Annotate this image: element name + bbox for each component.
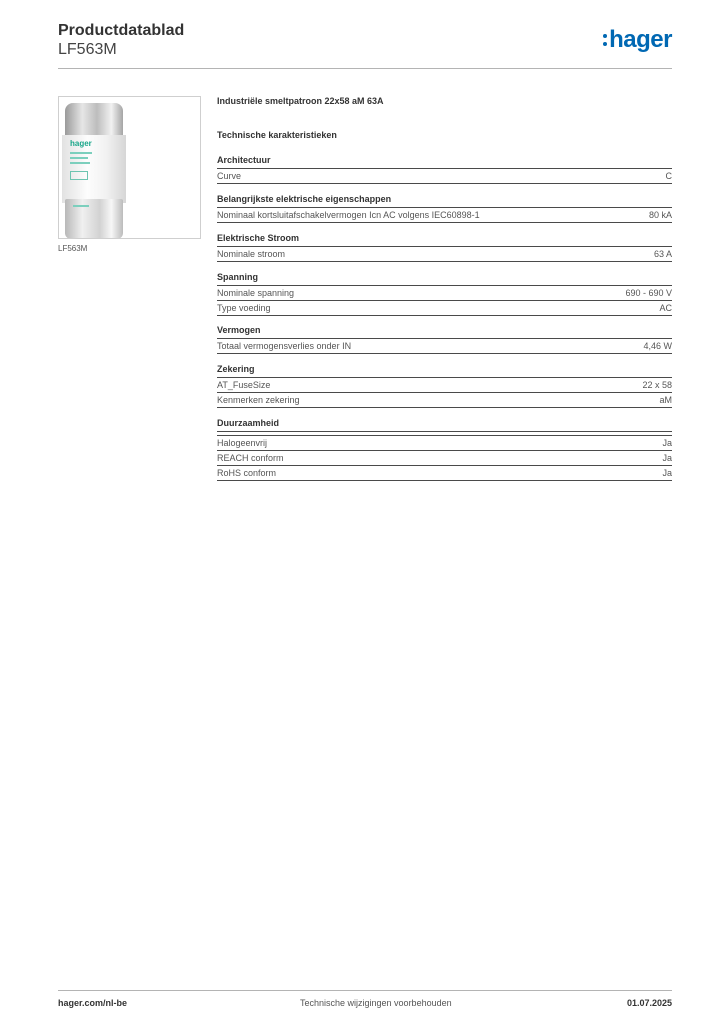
spec-label: Totaal vermogensverlies onder IN bbox=[217, 341, 352, 351]
spec-label: RoHS conform bbox=[217, 468, 277, 478]
fuse-print-line bbox=[70, 157, 88, 159]
group-title-zekering: Zekering bbox=[217, 364, 255, 374]
fuse-cap-bottom bbox=[65, 199, 123, 238]
spec-value: 80 kA bbox=[648, 210, 672, 220]
page-header: Productdatablad LF563M hager bbox=[58, 20, 672, 68]
spec-value: Ja bbox=[662, 468, 672, 478]
group-title-duurzaamheid: Duurzaamheid bbox=[217, 418, 280, 428]
spec-label: Halogeenvrij bbox=[217, 438, 268, 448]
fuse-cap-top bbox=[65, 103, 123, 141]
spec-row: RoHS conform Ja bbox=[217, 465, 672, 481]
product-image: hager bbox=[58, 96, 201, 239]
footer-notice: Technische wijzigingen voorbehouden bbox=[300, 998, 452, 1008]
page-title: Productdatablad bbox=[58, 22, 185, 39]
spec-row: Type voeding AC bbox=[217, 300, 672, 316]
spec-row: Nominale stroom 63 A bbox=[217, 246, 672, 262]
spec-label: Nominale stroom bbox=[217, 249, 286, 259]
spec-label: AT_FuseSize bbox=[217, 380, 271, 390]
spec-row: Nominale spanning 690 - 690 V bbox=[217, 285, 672, 300]
spec-label: Curve bbox=[217, 171, 242, 181]
spec-value: 4,46 W bbox=[643, 341, 672, 351]
spec-row bbox=[217, 431, 672, 446]
spec-label: Nominale spanning bbox=[217, 288, 295, 298]
tech-heading: Technische karakteristieken bbox=[217, 130, 337, 140]
header-divider bbox=[58, 68, 672, 69]
spec-label: Type voeding bbox=[217, 303, 271, 313]
fuse-print-box bbox=[70, 171, 88, 180]
spec-row: Curve C bbox=[217, 168, 672, 184]
fuse-print-line bbox=[70, 162, 90, 164]
spec-value: AC bbox=[659, 303, 672, 313]
hager-logo: hager bbox=[603, 26, 672, 54]
logo-text: hager bbox=[609, 26, 672, 53]
spec-value: 63 A bbox=[653, 249, 672, 259]
group-title-stroom: Elektrische Stroom bbox=[217, 233, 300, 243]
product-name: Industriële smeltpatroon 22x58 aM 63A bbox=[217, 96, 384, 106]
footer-date: 01.07.2025 bbox=[626, 998, 672, 1008]
group-title-vermogen: Vermogen bbox=[217, 325, 261, 335]
group-title-eigenschappen: Belangrijkste elektrische eigenschappen bbox=[217, 194, 392, 204]
footer-website-link[interactable]: hager.com/nl-be bbox=[58, 998, 128, 1008]
spec-row: Nominaal kortsluitafschakelvermogen Icn … bbox=[217, 207, 672, 223]
image-caption: LF563M bbox=[58, 244, 88, 253]
spec-row: Kenmerken zekering aM bbox=[217, 392, 672, 408]
spec-label: Nominaal kortsluitafschakelvermogen Icn … bbox=[217, 210, 480, 220]
spec-value: 22 x 58 bbox=[642, 380, 672, 390]
spec-value: aM bbox=[659, 395, 672, 405]
fuse-print-line bbox=[70, 152, 92, 154]
spec-value: 690 - 690 V bbox=[625, 288, 672, 298]
fuse-logo: hager bbox=[70, 139, 92, 148]
spec-row: Totaal vermogensverlies onder IN 4,46 W bbox=[217, 338, 672, 354]
fuse-body: hager bbox=[62, 135, 126, 203]
spec-value: Ja bbox=[662, 438, 672, 448]
footer-divider bbox=[58, 990, 672, 991]
spec-value: C bbox=[665, 171, 673, 181]
spec-label: REACH conform bbox=[217, 453, 284, 463]
spec-row: Halogeenvrij Ja bbox=[217, 435, 672, 450]
spec-value: Ja bbox=[662, 453, 672, 463]
group-title-architectuur: Architectuur bbox=[217, 155, 271, 165]
fuse-print-line bbox=[73, 205, 89, 207]
spec-row: REACH conform Ja bbox=[217, 450, 672, 465]
product-code: LF563M bbox=[58, 41, 117, 58]
group-title-spanning: Spanning bbox=[217, 272, 258, 282]
logo-dots-icon bbox=[603, 32, 608, 48]
spec-label: Kenmerken zekering bbox=[217, 395, 300, 405]
spec-row: AT_FuseSize 22 x 58 bbox=[217, 377, 672, 392]
